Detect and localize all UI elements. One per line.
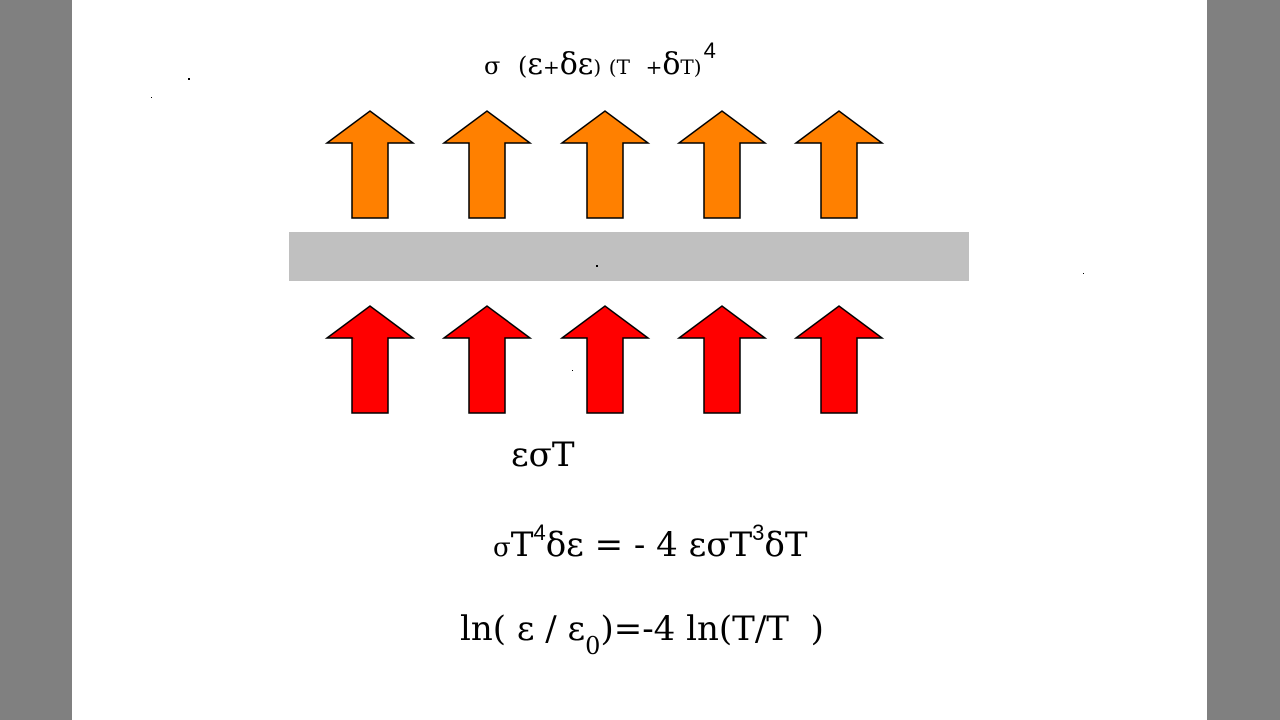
- epsilon-symbol: ε: [527, 47, 543, 82]
- incident-arrows: [324, 305, 885, 414]
- emitting-slab: [289, 232, 969, 281]
- right-hand-side: - 4 εσT: [633, 525, 753, 565]
- speck: [572, 370, 573, 371]
- sigma-symbol: σ: [484, 52, 501, 80]
- exponent-three: 3: [752, 520, 765, 545]
- delta-temperature: δT: [764, 525, 808, 565]
- delta-epsilon: δε: [559, 47, 594, 82]
- arrow-up-red-icon: [324, 305, 416, 414]
- arrow-up-orange-icon: [324, 110, 416, 219]
- arrow-up-red-icon: [559, 305, 651, 414]
- exponent-four: 4: [533, 520, 546, 545]
- arrow-up-orange-icon: [441, 110, 533, 219]
- speck: [596, 265, 598, 267]
- emitted-flux-equation: σ (ε+δε) (T +δT)4: [484, 40, 716, 82]
- open-paren: (: [518, 52, 528, 80]
- arrow-up-red-icon: [676, 305, 768, 414]
- log-relation-equation: ln( ε / ε0)=-4 ln(T/T ): [460, 609, 824, 658]
- arrow-up-red-icon: [441, 305, 533, 414]
- arrow-up-orange-icon: [559, 110, 651, 219]
- exponent-four: 4: [703, 38, 716, 63]
- speck: [151, 97, 152, 98]
- delta-epsilon: δε: [545, 525, 584, 565]
- temperature: T: [510, 525, 534, 565]
- speck: [1083, 273, 1084, 274]
- plus-sign: +: [542, 55, 560, 79]
- arrow-up-orange-icon: [676, 110, 768, 219]
- emitted-arrows: [324, 110, 885, 219]
- log-right-side: )=-4 ln(T/T ): [600, 609, 824, 649]
- log-left-side: ln( ε / ε: [460, 609, 586, 649]
- arrow-up-red-icon: [793, 305, 885, 414]
- temp-close: T): [680, 55, 702, 79]
- epsilon-subscript: 0: [585, 632, 601, 660]
- sigma-symbol: σ: [493, 533, 511, 563]
- equals-sign: =: [583, 525, 634, 565]
- plus-sign-2: +: [645, 55, 663, 79]
- energy-balance-equation: σT4δε = - 4 εσT3δT: [493, 522, 808, 565]
- speck: [188, 78, 190, 80]
- open-temp: (T: [608, 55, 630, 79]
- incident-flux-label: εσT: [511, 435, 575, 475]
- slide: [72, 0, 1207, 720]
- close-paren: ): [593, 55, 602, 79]
- arrow-up-orange-icon: [793, 110, 885, 219]
- delta-symbol: δ: [662, 47, 681, 82]
